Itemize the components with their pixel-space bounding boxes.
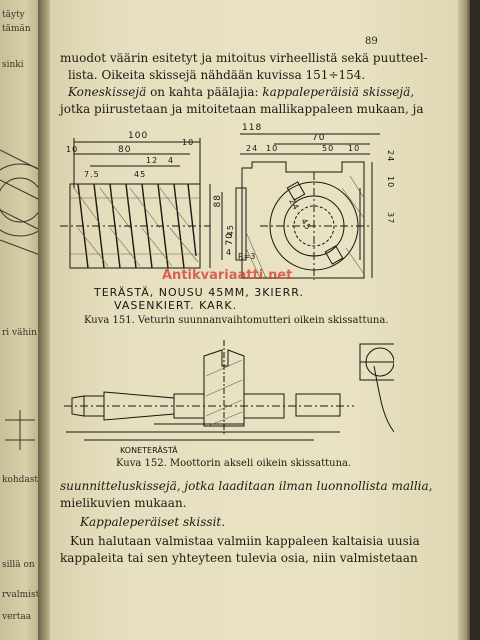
dim-label: 24 — [246, 144, 259, 153]
dim-label: 88 — [213, 194, 223, 208]
gutter — [38, 0, 52, 640]
paragraph-line: muodot väärin esitetyt ja mitoitus virhe… — [60, 51, 428, 65]
dim-label: 80 — [118, 145, 132, 155]
left-fragment: sinki — [2, 60, 24, 70]
page-number: 89 — [365, 36, 378, 47]
left-fragment: tämän — [2, 24, 31, 34]
left-fragment: sillä on — [2, 560, 35, 570]
dim-label: 4 — [168, 156, 175, 165]
dim-label: 45 — [134, 170, 147, 179]
figure-151-caption: Kuva 151. Veturin suunnanvaihtomutteri o… — [84, 315, 389, 326]
dim-label: 12 — [146, 156, 159, 165]
dim-label: 10 — [66, 145, 79, 154]
watermark: Antikvariaatti.net — [162, 268, 293, 283]
dim-label: 10 — [266, 144, 279, 153]
paragraph-line: Kun halutaan valmistaa valmiin kappaleen… — [70, 534, 420, 548]
dim-label: 70 — [312, 133, 326, 143]
left-fragment: kohdast — [2, 475, 39, 485]
term-koneskisseja: Koneskissejä — [68, 85, 147, 99]
dim-label: 10 — [348, 144, 361, 153]
dim-label: 7.5 — [84, 170, 100, 179]
paragraph-line: jotka piirustetaan ja mitoitetaan mallik… — [60, 102, 424, 116]
paragraph-line: lista. Oikeita skissejä nähdään kuvissa … — [68, 68, 366, 82]
figure-151-material-label: TERÄSTÄ, NOUSU 45MM, 3KIERR. — [94, 286, 304, 299]
dim-label: 50 — [322, 144, 335, 153]
figure-151-spec-label: VASENKIERT. KARK. — [114, 299, 238, 312]
left-page: täyty tämän sinki ri vähin kohdast sillä… — [0, 0, 42, 640]
left-fragment: täyty — [2, 10, 25, 20]
text-span: on kahta päälajia: — [146, 85, 263, 99]
dim-label: 24 — [386, 150, 395, 163]
paragraph-line: suunnitteluskissejä, jotka laaditaan ilm… — [60, 478, 432, 494]
dim-label: 10 — [182, 138, 195, 147]
page-edge — [458, 0, 470, 640]
dim-label: 45 — [226, 224, 235, 237]
paragraph-line: mielikuvien mukaan. — [60, 496, 187, 510]
term-kappaleperaisia: kappaleperäisiä skissejä, — [262, 85, 415, 99]
left-fragment: vertaa — [2, 612, 32, 622]
dim-label: 100 — [128, 131, 149, 141]
section-heading: Kappaleperäiset skissit. — [80, 515, 226, 529]
paragraph-line: Koneskissejä on kahta päälajia: kappalep… — [68, 84, 414, 100]
left-page-drawing — [0, 149, 42, 450]
dim-label: R=3 — [238, 252, 256, 261]
left-fragment: ri vähin — [2, 328, 37, 338]
dim-label: 4 — [226, 248, 233, 257]
paragraph-line: kappaleita tai sen yhteyteen tulevia osi… — [60, 551, 418, 565]
dim-label: 10 — [386, 176, 395, 189]
term-suunnitteluskisseja: suunnitteluskissejä, jotka laaditaan ilm… — [60, 479, 433, 493]
figure-152-caption: Kuva 152. Moottorin akseli oikein skissa… — [116, 458, 352, 469]
left-fragment: rvalmista — [2, 590, 42, 600]
figure-152-drawing — [64, 340, 394, 441]
figure-152-material-label: KONETERÄSTÄ — [120, 446, 178, 455]
dim-label: 118 — [242, 123, 263, 133]
dim-label: 37 — [386, 212, 395, 225]
figure-151-drawing — [60, 133, 380, 280]
right-page: 89 muodot väärin esitetyt ja mitoitus vi… — [50, 0, 470, 640]
